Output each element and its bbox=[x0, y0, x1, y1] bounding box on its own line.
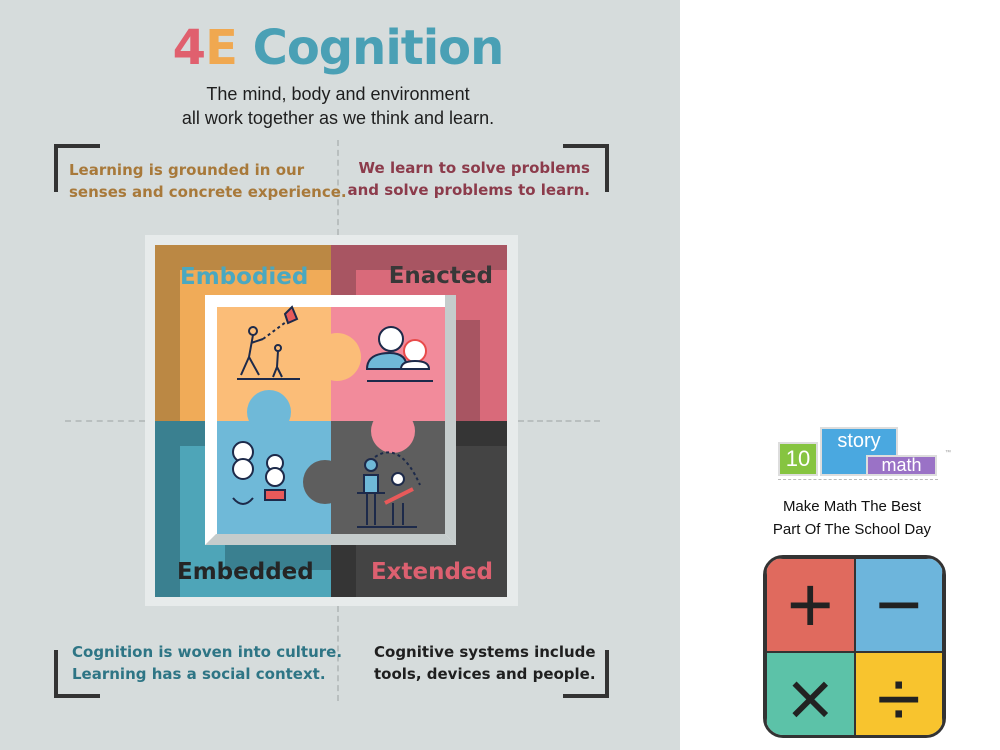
dashed-divider bbox=[518, 420, 600, 422]
plus-icon: + bbox=[766, 558, 855, 652]
quote-line: Learning has a social context. bbox=[72, 665, 326, 683]
subtitle-line-1: The mind, body and environment bbox=[206, 84, 470, 104]
dashed-divider bbox=[337, 140, 339, 235]
page-title: 4E Cognition bbox=[0, 20, 676, 76]
bracket bbox=[54, 694, 100, 698]
divide-icon: ÷ bbox=[854, 652, 943, 735]
title-e: E bbox=[205, 20, 238, 76]
subtitle-line-2: all work together as we think and learn. bbox=[181, 108, 495, 128]
quote-line: We learn to solve problems bbox=[358, 159, 590, 177]
quote-line: tools, devices and people. bbox=[374, 665, 596, 683]
chefs-icon bbox=[232, 441, 286, 505]
title-4: 4 bbox=[172, 20, 206, 76]
musicians-icon bbox=[357, 451, 421, 528]
bracket bbox=[605, 144, 609, 192]
puzzle-graphic bbox=[155, 245, 507, 597]
math-operations-icon: + − × ÷ bbox=[763, 555, 946, 738]
quote-line: Cognitive systems include bbox=[374, 643, 596, 661]
logo-trademark: ™ bbox=[945, 450, 951, 456]
quote-enacted: We learn to solve problems and solve prob… bbox=[348, 157, 591, 201]
logo-ten: 10 bbox=[778, 442, 818, 476]
quote-line: Cognition is woven into culture. bbox=[72, 643, 343, 661]
tagline-line-2: Part Of The School Day bbox=[772, 521, 932, 538]
label-embodied: Embodied bbox=[180, 264, 309, 290]
bracket bbox=[54, 650, 58, 698]
quote-extended: Cognitive systems include tools, devices … bbox=[374, 641, 596, 685]
quote-line: and solve problems to learn. bbox=[347, 181, 591, 199]
logo-math: math bbox=[866, 455, 937, 476]
dashed-divider bbox=[65, 420, 145, 422]
quote-embedded: Cognition is woven into culture. Learning… bbox=[72, 641, 342, 685]
quote-line: Learning is grounded in our bbox=[69, 161, 305, 179]
tagline-line-1: Make Math The Best bbox=[782, 498, 922, 515]
kite-flyers-icon bbox=[237, 305, 300, 380]
dashed-divider bbox=[337, 606, 339, 701]
bracket bbox=[54, 144, 58, 192]
bracket bbox=[563, 694, 609, 698]
logo-ruler bbox=[778, 479, 938, 483]
times-icon: × bbox=[766, 652, 855, 735]
label-extended: Extended bbox=[370, 559, 493, 585]
label-embedded: Embedded bbox=[177, 559, 314, 585]
quote-embodied: Learning is grounded in our senses and co… bbox=[69, 159, 347, 203]
quote-line: senses and concrete experience. bbox=[69, 183, 347, 201]
label-enacted: Enacted bbox=[388, 263, 493, 289]
people-faces-icon bbox=[365, 326, 433, 382]
minus-icon: − bbox=[854, 558, 943, 652]
title-cognition: Cognition bbox=[236, 20, 505, 76]
bracket bbox=[563, 144, 609, 148]
bracket bbox=[605, 650, 609, 698]
